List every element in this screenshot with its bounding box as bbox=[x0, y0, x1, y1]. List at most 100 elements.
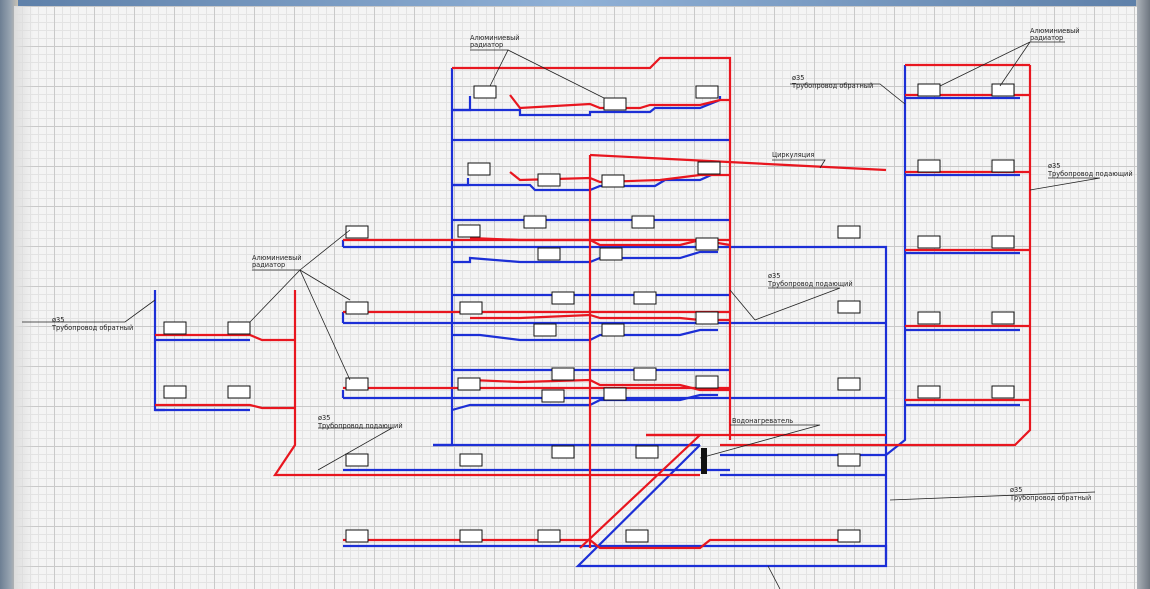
radiator-box[interactable] bbox=[695, 311, 719, 325]
radiator-box[interactable] bbox=[533, 323, 557, 337]
supply-pipe-segment bbox=[509, 94, 730, 110]
label-text: Трубопровод подающий bbox=[767, 280, 853, 288]
label-text: ø35 bbox=[1048, 162, 1060, 170]
leader-line bbox=[299, 269, 351, 301]
radiator-box[interactable] bbox=[837, 453, 861, 467]
radiator-box[interactable] bbox=[163, 321, 187, 335]
radiator-box[interactable] bbox=[837, 300, 861, 314]
label-text: Трубопровод обратный bbox=[51, 324, 133, 332]
radiator-box[interactable] bbox=[537, 529, 561, 543]
leader-line bbox=[772, 159, 826, 169]
radiator-box[interactable] bbox=[991, 159, 1015, 173]
radiator-box[interactable] bbox=[457, 377, 481, 391]
label-text: Трубопровод обратный bbox=[1009, 494, 1091, 502]
radiator-box[interactable] bbox=[837, 225, 861, 239]
radiator-box[interactable] bbox=[459, 529, 483, 543]
radiator-box[interactable] bbox=[599, 247, 623, 261]
label-radiator-left: Алюминиевый радиатор bbox=[252, 254, 302, 269]
sheet-left-shade bbox=[14, 6, 34, 589]
window-background-top bbox=[0, 0, 1150, 6]
radiator-box[interactable] bbox=[991, 385, 1015, 399]
radiator-box[interactable] bbox=[459, 453, 483, 467]
supply-pipe-segment bbox=[720, 65, 1032, 447]
radiator-box[interactable] bbox=[917, 385, 941, 399]
radiator-box[interactable] bbox=[537, 173, 561, 187]
radiator-box[interactable] bbox=[695, 85, 719, 99]
supply-pipe-segment bbox=[589, 153, 887, 172]
return-pipe-segment bbox=[720, 405, 907, 457]
radiator-box[interactable] bbox=[551, 367, 575, 381]
supply-pipe-segment bbox=[470, 313, 730, 322]
radiator-box[interactable] bbox=[635, 445, 659, 459]
label-text: ø35 bbox=[1010, 486, 1022, 494]
radiator-box[interactable] bbox=[991, 311, 1015, 325]
leader-line bbox=[729, 289, 756, 321]
radiator-box[interactable] bbox=[163, 385, 187, 399]
radiator-box[interactable] bbox=[991, 83, 1015, 97]
radiator-box[interactable] bbox=[625, 529, 649, 543]
radiator-box[interactable] bbox=[633, 291, 657, 305]
radiator-box[interactable] bbox=[473, 85, 497, 99]
radiator-box[interactable] bbox=[601, 174, 625, 188]
radiator-box[interactable] bbox=[457, 224, 481, 238]
label-text: ø35 bbox=[768, 272, 780, 280]
leader-line bbox=[754, 287, 841, 321]
radiator-box[interactable] bbox=[917, 83, 941, 97]
radiator-box[interactable] bbox=[345, 377, 369, 391]
radiator-box[interactable] bbox=[551, 445, 575, 459]
label-circulation: Циркуляция bbox=[772, 151, 814, 159]
return-pipe-segment bbox=[343, 444, 888, 568]
leader-line bbox=[299, 269, 351, 381]
radiator-box[interactable] bbox=[695, 375, 719, 389]
radiator-box[interactable] bbox=[837, 529, 861, 543]
radiator-box[interactable] bbox=[991, 235, 1015, 249]
radiator-box[interactable] bbox=[459, 301, 483, 315]
label-text: ø35 bbox=[318, 414, 330, 422]
radiator-box[interactable] bbox=[917, 159, 941, 173]
drawing-sheet-grid bbox=[14, 6, 1137, 589]
radiator-box[interactable] bbox=[917, 311, 941, 325]
label-water-heater: Водонагреватель bbox=[732, 417, 793, 425]
label-return-bottom-right: ø35 Трубопровод обратный bbox=[1009, 486, 1091, 502]
label-text: ø35 bbox=[52, 316, 64, 324]
return-pipe-segment bbox=[452, 170, 719, 192]
label-text: Трубопровод подающий bbox=[317, 422, 403, 430]
leader-lines bbox=[22, 41, 1101, 589]
radiator-box[interactable] bbox=[227, 385, 251, 399]
radiator-box[interactable] bbox=[541, 389, 565, 403]
leader-line bbox=[939, 41, 1031, 87]
supply-pipe-segment bbox=[272, 290, 700, 477]
radiator-box[interactable] bbox=[695, 237, 719, 251]
radiator-box[interactable] bbox=[345, 453, 369, 467]
window-background-left bbox=[0, 0, 18, 589]
radiator-box[interactable] bbox=[345, 225, 369, 239]
radiator-box[interactable] bbox=[227, 321, 251, 335]
radiator-box[interactable] bbox=[837, 377, 861, 391]
radiator-box[interactable] bbox=[603, 387, 627, 401]
supply-pipe-segment bbox=[509, 171, 730, 184]
label-text: радиатор bbox=[1030, 34, 1063, 42]
radiator-box[interactable] bbox=[467, 162, 491, 176]
window-background-right bbox=[1136, 0, 1150, 589]
radiator-box[interactable] bbox=[603, 97, 627, 111]
radiator-box[interactable] bbox=[633, 367, 657, 381]
radiator-box[interactable] bbox=[345, 529, 369, 543]
radiator-box[interactable] bbox=[697, 161, 721, 175]
radiator-box[interactable] bbox=[345, 301, 369, 315]
leader-line bbox=[790, 83, 906, 105]
leader-line bbox=[507, 49, 605, 99]
water-heater-symbol[interactable] bbox=[701, 448, 707, 474]
radiator-box[interactable] bbox=[523, 215, 547, 229]
radiator-box[interactable] bbox=[537, 247, 561, 261]
radiator-box[interactable] bbox=[551, 291, 575, 305]
radiator-box[interactable] bbox=[917, 235, 941, 249]
supply-pipe-segment bbox=[155, 403, 295, 410]
radiator-box[interactable] bbox=[601, 323, 625, 337]
label-supply-right: ø35 Трубопровод подающий bbox=[1047, 162, 1133, 178]
radiator-box[interactable] bbox=[631, 215, 655, 229]
label-text: радиатор bbox=[470, 41, 503, 49]
label-text: Алюминиевый bbox=[470, 34, 520, 42]
label-radiator-right: Алюминиевый радиатор bbox=[1030, 27, 1080, 42]
supply-pipe-segment bbox=[452, 56, 732, 440]
